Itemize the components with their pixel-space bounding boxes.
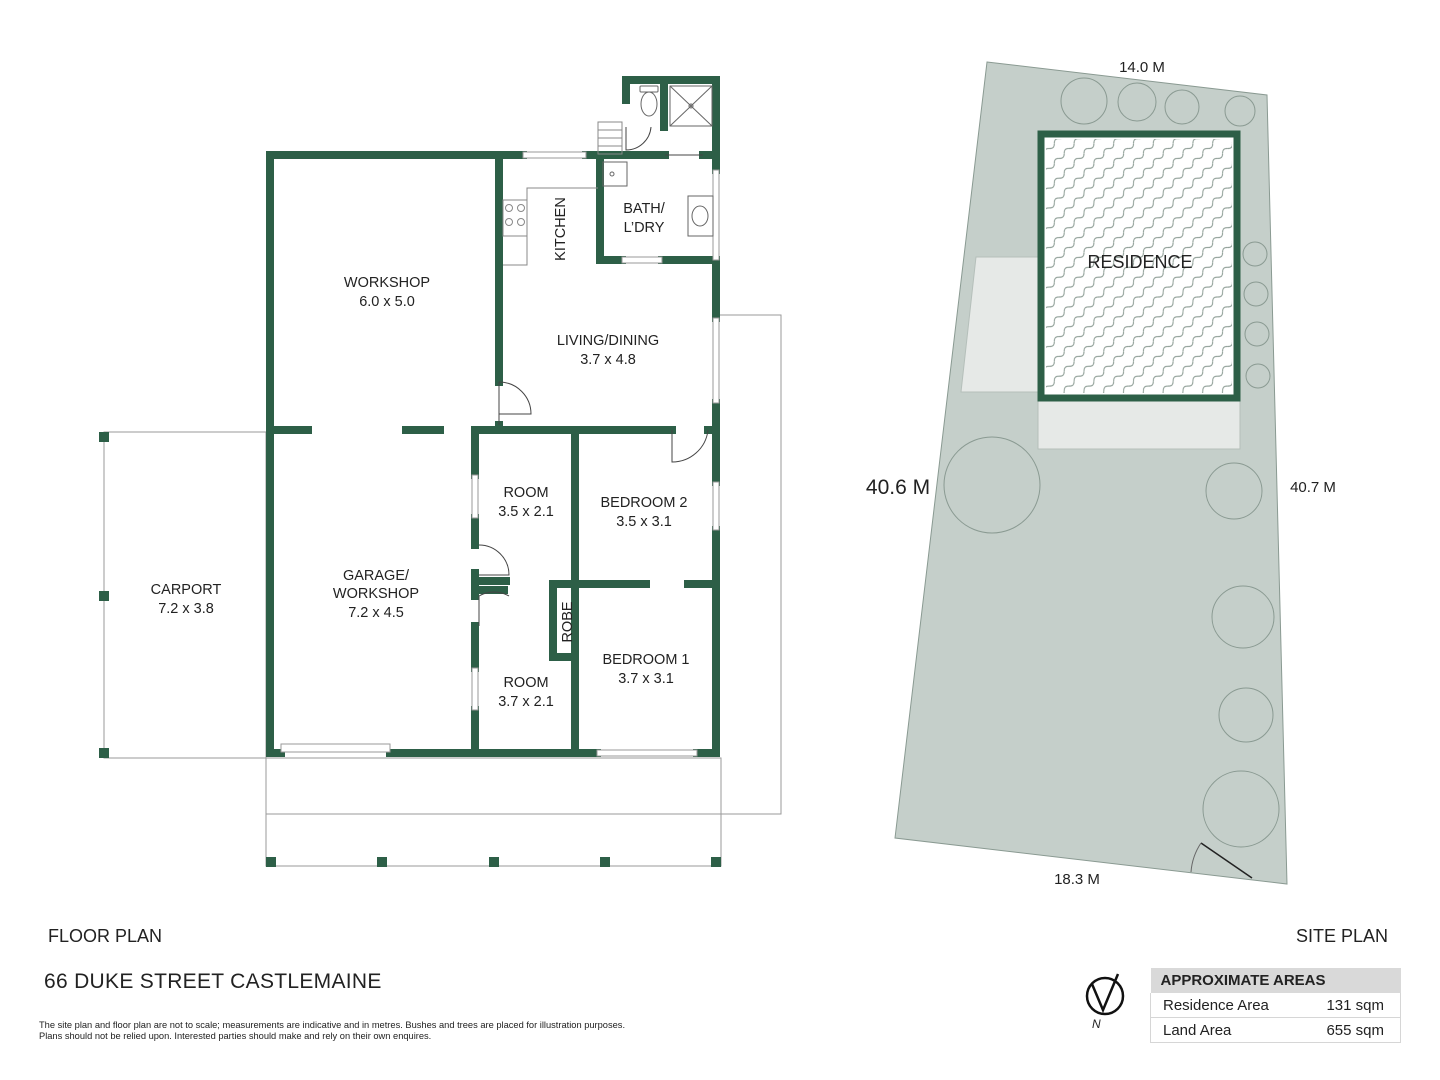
room-name-living: LIVING/DINING (557, 333, 659, 349)
north-label: N (1092, 1017, 1101, 1031)
walls (266, 76, 720, 757)
room-size-room-lower: 3.7 x 2.1 (498, 694, 554, 710)
room-name-bath: BATH/ (623, 201, 666, 217)
toilet-icon (639, 85, 659, 117)
site-plan-caption: SITE PLAN (1296, 926, 1389, 946)
site-plan: RESIDENCE 14.0 M 40.6 M 40.7 M 18.3 M (866, 59, 1336, 888)
disclaimer-line-2: Plans should not be relied upon. Interes… (39, 1031, 432, 1041)
table-row: Residence Area 131 sqm (1150, 993, 1402, 1018)
site-gate (1190, 842, 1253, 879)
room-name-garage-2: WORKSHOP (333, 586, 419, 602)
room-name-workshop: WORKSHOP (344, 275, 430, 291)
dimension-top: 14.0 M (1119, 59, 1165, 76)
room-name-kitchen: KITCHEN (553, 197, 569, 261)
basin-icon (687, 195, 714, 237)
stairs (597, 121, 623, 155)
residence-label: RESIDENCE (1087, 252, 1192, 272)
room-name-bath-2: L’DRY (624, 220, 665, 236)
room-name-garage: GARAGE/ (343, 568, 410, 584)
area-label-land: Land Area (1150, 1017, 1302, 1043)
disclaimer-line-1: The site plan and floor plan are not to … (39, 1020, 626, 1030)
north-arrow-icon: N (1085, 973, 1125, 1031)
room-labels: WORKSHOP 6.0 x 5.0 KITCHEN BATH/ L’DRY L… (151, 197, 690, 710)
room-size-living: 3.7 x 4.8 (580, 352, 636, 368)
table-row: Land Area 655 sqm (1150, 1017, 1402, 1043)
residence-apron (1037, 397, 1241, 450)
room-size-garage: 7.2 x 4.5 (348, 605, 404, 621)
laundry-tub-icon (602, 161, 628, 187)
floor-plan-caption: FLOOR PLAN (48, 926, 163, 946)
room-name-bedroom2: BEDROOM 2 (600, 495, 687, 511)
dimension-left: 40.6 M (866, 476, 930, 499)
trees (943, 77, 1280, 848)
room-name-room-upper: ROOM (503, 485, 548, 501)
windows (280, 151, 720, 757)
area-label-residence: Residence Area (1150, 993, 1302, 1018)
room-name-bedroom1: BEDROOM 1 (602, 652, 689, 668)
room-size-workshop: 6.0 x 5.0 (359, 294, 415, 310)
room-size-bedroom2: 3.5 x 3.1 (616, 514, 672, 530)
floor-plan: WORKSHOP 6.0 x 5.0 KITCHEN BATH/ L’DRY L… (99, 76, 782, 867)
room-name-room-lower: ROOM (503, 675, 548, 691)
room-size-room-upper: 3.5 x 2.1 (498, 504, 554, 520)
kitchen-bench (502, 187, 598, 266)
dimension-right: 40.7 M (1290, 479, 1336, 496)
area-value-residence: 131 sqm (1301, 993, 1402, 1018)
door-swings (478, 126, 709, 626)
room-size-bedroom1: 3.7 x 3.1 (618, 671, 674, 687)
area-value-land: 655 sqm (1301, 1017, 1402, 1043)
shower-icon (669, 85, 713, 127)
room-size-carport: 7.2 x 3.8 (158, 601, 214, 617)
room-name-carport: CARPORT (151, 582, 222, 598)
room-name-robe: ROBE (560, 601, 576, 642)
disclaimer: The site plan and floor plan are not to … (39, 1020, 699, 1042)
approximate-areas-table: APPROXIMATE AREAS Residence Area 131 sqm… (1150, 968, 1402, 1043)
property-address: 66 DUKE STREET CASTLEMAINE (44, 970, 382, 993)
verandah-posts (266, 857, 721, 867)
dimension-bottom: 18.3 M (1054, 871, 1100, 888)
areas-title: APPROXIMATE AREAS (1150, 968, 1401, 993)
